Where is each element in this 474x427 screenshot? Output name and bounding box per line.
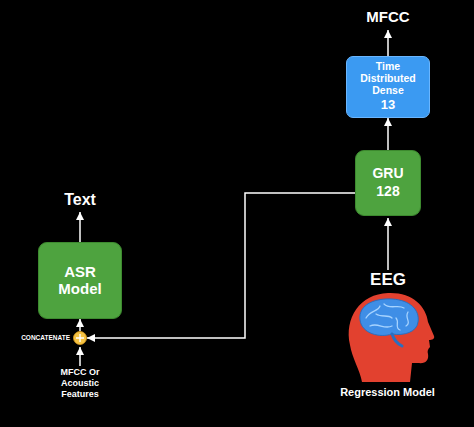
dense-layer-box: Time Distributed Dense 13 xyxy=(346,56,430,118)
head-silhouette xyxy=(349,293,434,382)
flow-connector xyxy=(87,193,355,338)
concatenate-node: CONCATENATE xyxy=(73,331,87,345)
node-size: 128 xyxy=(376,184,399,200)
asr-model-box: ASR Model xyxy=(38,242,122,319)
head-illustration xyxy=(349,293,434,382)
flow-connector xyxy=(387,118,389,150)
caption-label: Regression Model xyxy=(325,386,450,399)
gru-layer-box: GRU 128 xyxy=(355,150,421,216)
brain-folds xyxy=(366,304,408,330)
input-label: MFCC Or Acoustic Features xyxy=(50,367,110,399)
flow-connector xyxy=(79,319,81,331)
output-arrow xyxy=(387,30,389,56)
brain-shape xyxy=(360,299,418,336)
node-size: 13 xyxy=(381,98,395,113)
node-title: Time Distributed Dense xyxy=(358,61,418,96)
output-label: Text xyxy=(40,190,120,209)
concatenate-circle xyxy=(74,332,87,345)
node-title: CONCATENATE xyxy=(21,334,70,341)
input-arrow xyxy=(79,347,81,366)
plus-symbol xyxy=(76,334,84,342)
node-title: ASR Model xyxy=(52,264,108,298)
output-arrow xyxy=(79,212,81,242)
input-label: EEG xyxy=(348,270,428,290)
input-arrow xyxy=(387,218,389,270)
output-label: MFCC xyxy=(348,8,428,26)
brain-stem xyxy=(392,334,402,346)
node-title: GRU xyxy=(372,166,403,182)
concatenate-symbol xyxy=(73,331,87,345)
